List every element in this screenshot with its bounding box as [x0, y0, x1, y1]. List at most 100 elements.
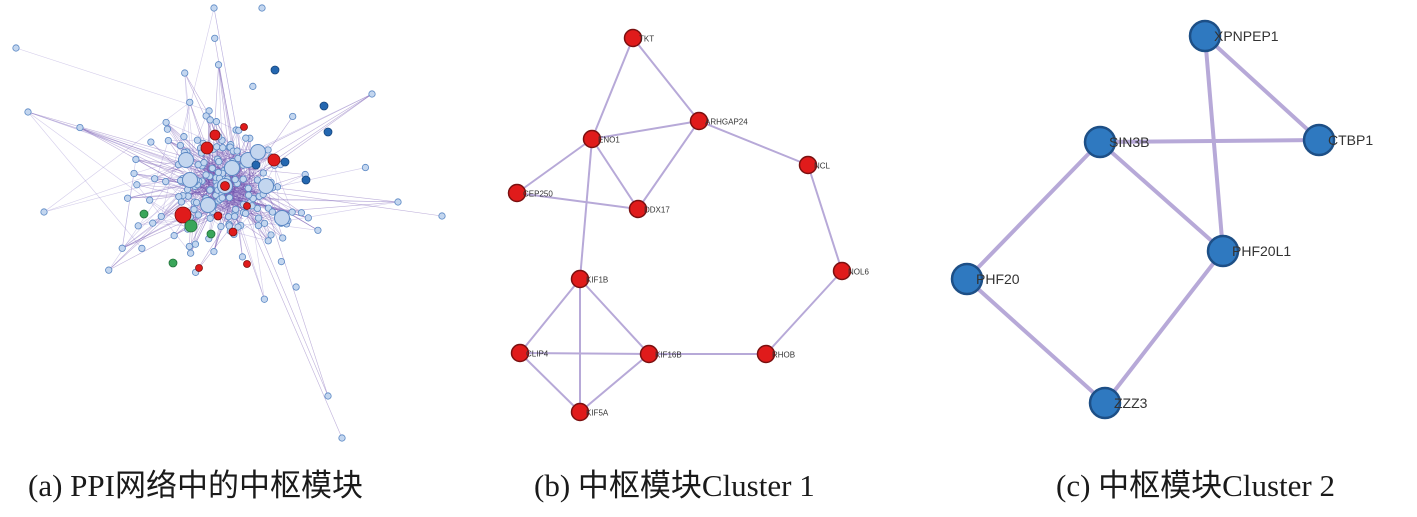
node-label: ZZZ3	[1114, 395, 1148, 411]
ppi-node	[193, 136, 202, 144]
ppi-node	[133, 181, 141, 189]
node-ncl[interactable]: NCL	[798, 155, 831, 175]
ppi-node	[24, 108, 32, 116]
node-rhob[interactable]: RHOB	[756, 344, 796, 364]
edge-clip4-kif5a	[519, 352, 581, 413]
ppi-node	[185, 242, 193, 251]
node-phf20[interactable]: PHF20	[950, 262, 1020, 296]
ppi-green-node	[206, 229, 216, 239]
ppi-node	[138, 244, 146, 252]
node-kif5a[interactable]: KIF5A	[570, 402, 609, 422]
ppi-node	[288, 208, 296, 216]
edge-phf20-zzz3	[965, 277, 1107, 405]
ppi-node	[206, 186, 214, 194]
ppi-node	[232, 205, 240, 213]
node-label: PHF20	[976, 271, 1020, 287]
node-label: ENO1	[598, 136, 620, 145]
edge-xpnpep1-phf20l1	[1203, 35, 1225, 252]
node-clip4[interactable]: CLIP4	[510, 343, 549, 363]
node-cep250[interactable]: CEP250	[507, 183, 554, 203]
node-zzz3[interactable]: ZZZ3	[1088, 386, 1148, 420]
caption-c: (c) 中枢模块Cluster 2	[1056, 468, 1335, 503]
ppi-green-node	[168, 258, 178, 268]
caption-a: (a) PPI网络中的中枢模块	[28, 468, 363, 503]
ppi-node	[190, 205, 198, 214]
node-arhgap24[interactable]: ARHGAP24	[689, 111, 749, 131]
edge-phf20l1-zzz3	[1103, 249, 1225, 405]
ppi-cluster1-node	[243, 260, 251, 268]
ppi-node	[231, 212, 239, 220]
ppi-node	[253, 176, 262, 184]
ppi-green-node	[139, 209, 149, 219]
ppi-node	[324, 392, 332, 400]
ppi-node	[241, 209, 250, 217]
ppi-cluster1-node	[213, 211, 223, 221]
ppi-node	[162, 118, 170, 127]
ppi-node	[210, 4, 218, 12]
cluster1-edges	[516, 37, 843, 413]
ppi-cluster1-node	[200, 141, 214, 155]
node-xpnpep1[interactable]: XPNPEP1	[1188, 19, 1279, 53]
ppi-node	[438, 212, 446, 220]
ppi-cluster2-node	[270, 65, 280, 75]
ppi-node	[210, 248, 218, 256]
ppi-node	[206, 116, 214, 124]
ppi-cluster1-node	[267, 153, 281, 167]
ppi-cluster1-node	[243, 202, 251, 210]
ppi-cluster1-node	[174, 206, 192, 224]
node-label: SIN3B	[1109, 134, 1149, 150]
ppi-node	[264, 237, 272, 245]
ppi-cluster2-node	[251, 160, 261, 170]
ppi-node	[254, 214, 263, 222]
node-phf20l1[interactable]: PHF20L1	[1206, 234, 1291, 268]
node-tkt[interactable]: TKT	[623, 28, 655, 48]
ppi-cluster1-node	[240, 123, 248, 131]
ppi-node	[231, 175, 239, 184]
ppi-cluster1-node	[195, 264, 203, 272]
ppi-node	[214, 168, 222, 177]
ppi-node	[338, 434, 346, 442]
ppi-node	[12, 44, 20, 52]
ppi-node	[130, 169, 138, 178]
node-kif1b[interactable]: KIF1B	[570, 269, 609, 289]
ppi-node	[225, 193, 234, 202]
ppi-node	[206, 214, 214, 222]
ppi-hub-node	[182, 172, 198, 188]
ppi-node	[162, 177, 170, 186]
edge-arhgap24-ddx17	[637, 120, 700, 210]
node-label: KIF1B	[586, 276, 608, 285]
ppi-node	[235, 126, 243, 134]
node-sin3b[interactable]: SIN3B	[1083, 125, 1149, 159]
node-label: CEP250	[523, 190, 553, 199]
edge-sin3b-ctbp1	[1099, 138, 1320, 144]
node-nol6[interactable]: NOL6	[832, 261, 870, 281]
ppi-node	[292, 283, 300, 291]
ppi-node	[242, 134, 250, 142]
ppi-node	[213, 143, 221, 151]
node-ddx17[interactable]: DDX17	[628, 199, 671, 219]
ppi-node	[177, 198, 186, 206]
ppi-cluster2-node	[280, 157, 290, 167]
ppi-node	[176, 141, 185, 150]
ppi-hub-node	[258, 178, 274, 194]
ppi-node	[279, 234, 287, 242]
ppi-node	[186, 98, 194, 106]
node-kif16b[interactable]: KIF16B	[639, 344, 682, 364]
ppi-node	[217, 222, 225, 231]
ppi-hub-node	[224, 160, 240, 176]
ppi-node	[208, 164, 216, 172]
ppi-node	[314, 226, 322, 234]
node-label: XPNPEP1	[1214, 28, 1279, 44]
node-ctbp1[interactable]: CTBP1	[1302, 123, 1373, 157]
ppi-node	[202, 171, 210, 179]
ppi-node	[194, 211, 202, 219]
ppi-node	[260, 295, 268, 303]
caption-b: (b) 中枢模块Cluster 1	[534, 468, 815, 503]
ppi-node	[215, 158, 223, 166]
ppi-node	[244, 184, 252, 192]
ppi-node	[76, 123, 84, 132]
edge-kif16b-kif5a	[579, 353, 650, 413]
node-label: PHF20L1	[1232, 243, 1291, 259]
node-eno1[interactable]: ENO1	[582, 129, 621, 149]
